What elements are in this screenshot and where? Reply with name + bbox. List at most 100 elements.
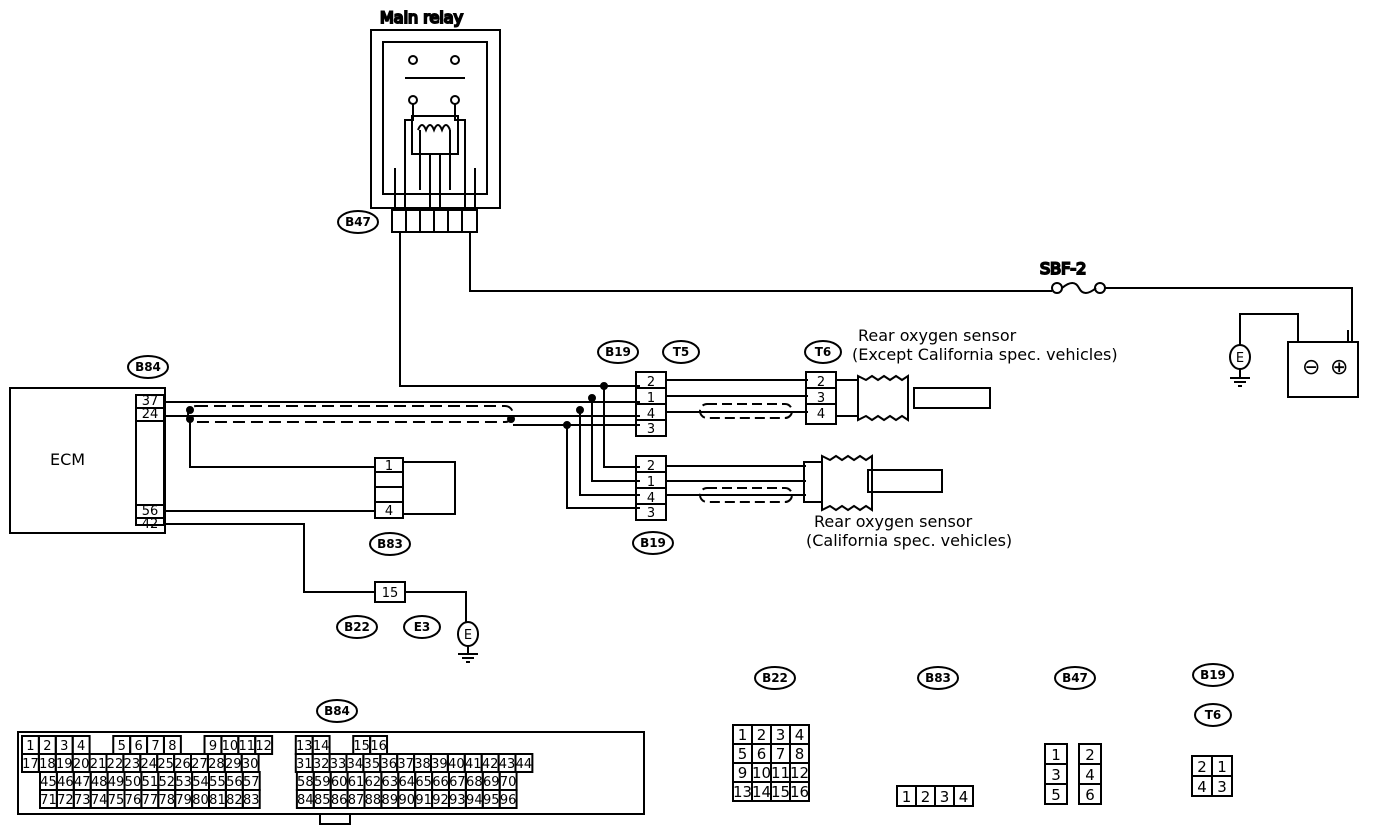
b47-pin: 6 xyxy=(1085,786,1095,804)
b84-pin: 88 xyxy=(365,793,382,808)
b83-pin: 1 xyxy=(385,459,393,474)
wire-b22-ground xyxy=(405,591,467,622)
b84-pin: 56 xyxy=(226,775,243,790)
rear-o2-cal-label-2: (California spec. vehicles) xyxy=(806,531,1012,550)
b83-pin: 4 xyxy=(959,788,969,806)
b47-conn-tag xyxy=(1054,666,1096,690)
b84-pin: 34 xyxy=(347,757,364,772)
main-relay-body xyxy=(370,29,501,209)
b83-pin: 4 xyxy=(385,504,393,519)
b22-pin: 9 xyxy=(738,764,748,782)
b84-pin: 62 xyxy=(365,775,382,790)
rear-o2-except-label-2: (Except California spec. vehicles) xyxy=(852,345,1118,364)
svg-text:B84: B84 xyxy=(324,704,350,718)
b84-pin: 83 xyxy=(243,793,260,808)
b22-conn-tag xyxy=(754,666,796,690)
b84-pin-cell xyxy=(241,789,261,809)
b84-pin: 91 xyxy=(415,793,432,808)
shield-b19 xyxy=(699,487,793,503)
t5-tag xyxy=(662,340,700,364)
b84-pin: 78 xyxy=(158,793,175,808)
t6-tag xyxy=(804,340,842,364)
ecm-pin: 37 xyxy=(142,394,159,409)
b84-conn-tag xyxy=(316,699,358,723)
b22-connector-face xyxy=(732,724,810,802)
b22-pin: 8 xyxy=(795,745,805,763)
b84-pin: 46 xyxy=(57,775,74,790)
b84-pin: 23 xyxy=(124,757,141,772)
svg-text:B19: B19 xyxy=(605,345,631,359)
t5-pin: 1 xyxy=(647,391,655,406)
b84-pin: 3 xyxy=(60,739,68,754)
b84-pin: 14 xyxy=(313,739,330,754)
svg-text:T5: T5 xyxy=(673,345,690,359)
b84-pin: 84 xyxy=(297,793,314,808)
wire-relay-b19 xyxy=(399,232,640,387)
b22-tag-text: B22 xyxy=(344,620,370,634)
b83-tag-text: B83 xyxy=(377,537,403,551)
main-relay-contacts xyxy=(394,41,476,208)
b22-pin: 7 xyxy=(776,745,786,763)
b83-tag xyxy=(369,532,411,556)
b84-pin: 73 xyxy=(74,793,91,808)
b84-pin: 12 xyxy=(255,739,272,754)
b83-pin: 3 xyxy=(940,788,950,806)
b84-pin: 40 xyxy=(448,757,465,772)
ecm-connector xyxy=(135,394,165,526)
b84-pin: 25 xyxy=(157,757,174,772)
b84-pin: 4 xyxy=(77,739,85,754)
svg-text:T6: T6 xyxy=(1205,708,1222,722)
b84-pin: 74 xyxy=(91,793,108,808)
b84-pin: 2 xyxy=(43,739,51,754)
b22-pin: 13 xyxy=(733,783,752,801)
battery-minus: ⊖ xyxy=(1302,355,1320,380)
b84-pin: 67 xyxy=(449,775,466,790)
b84-pin: 53 xyxy=(175,775,192,790)
b84-pin: 93 xyxy=(449,793,466,808)
svg-text:T6: T6 xyxy=(815,345,832,359)
wire-fuse-battery xyxy=(1105,287,1353,342)
b84-pin: 79 xyxy=(175,793,192,808)
b84-pin: 48 xyxy=(91,775,108,790)
b84-pin: 36 xyxy=(380,757,397,772)
b84-pin: 75 xyxy=(108,793,125,808)
b84-tag-text: B84 xyxy=(135,360,161,374)
b84-pin: 37 xyxy=(397,757,414,772)
b84-pin: 42 xyxy=(482,757,499,772)
b84-pin-cell xyxy=(254,735,274,755)
shield-ecm xyxy=(187,405,514,423)
b19-pin-cell xyxy=(1211,775,1233,797)
b19-pin: 2 xyxy=(647,459,655,474)
b84-pin: 52 xyxy=(158,775,175,790)
b84-pin: 49 xyxy=(108,775,125,790)
b84-pin: 81 xyxy=(209,793,226,808)
t5-pin: 2 xyxy=(647,375,655,390)
b22-pin: 15 xyxy=(382,586,399,601)
b84-pin: 41 xyxy=(465,757,482,772)
b22-pin: 15 xyxy=(771,783,790,801)
b84-pin: 45 xyxy=(40,775,57,790)
b19-top-tag xyxy=(597,340,639,364)
b84-pin: 92 xyxy=(432,793,449,808)
b84-pin: 57 xyxy=(243,775,260,790)
b84-pin: 28 xyxy=(208,757,225,772)
b84-pin: 72 xyxy=(57,793,74,808)
ecm-pin: 56 xyxy=(142,504,159,519)
b84-pin: 85 xyxy=(314,793,331,808)
main-relay-label: Main relay xyxy=(380,8,463,27)
b19-pin: 2 xyxy=(1197,758,1207,776)
b47-pin-cell xyxy=(1044,783,1068,805)
b22-pin-cell xyxy=(789,781,810,802)
b19-pin: 4 xyxy=(1197,778,1207,796)
b84-cells xyxy=(21,735,534,809)
t6-pin: 2 xyxy=(817,375,825,390)
svg-text:B47: B47 xyxy=(1062,671,1088,685)
b19-pin: 1 xyxy=(647,475,655,490)
b84-pin: 54 xyxy=(192,775,209,790)
b47-pin: 5 xyxy=(1051,786,1061,804)
b84-pin: 86 xyxy=(331,793,348,808)
rear-o2-except-label-1: Rear oxygen sensor xyxy=(858,326,1017,345)
b19-connector-face xyxy=(1191,755,1233,797)
fuse-terminal-left xyxy=(1051,282,1063,294)
